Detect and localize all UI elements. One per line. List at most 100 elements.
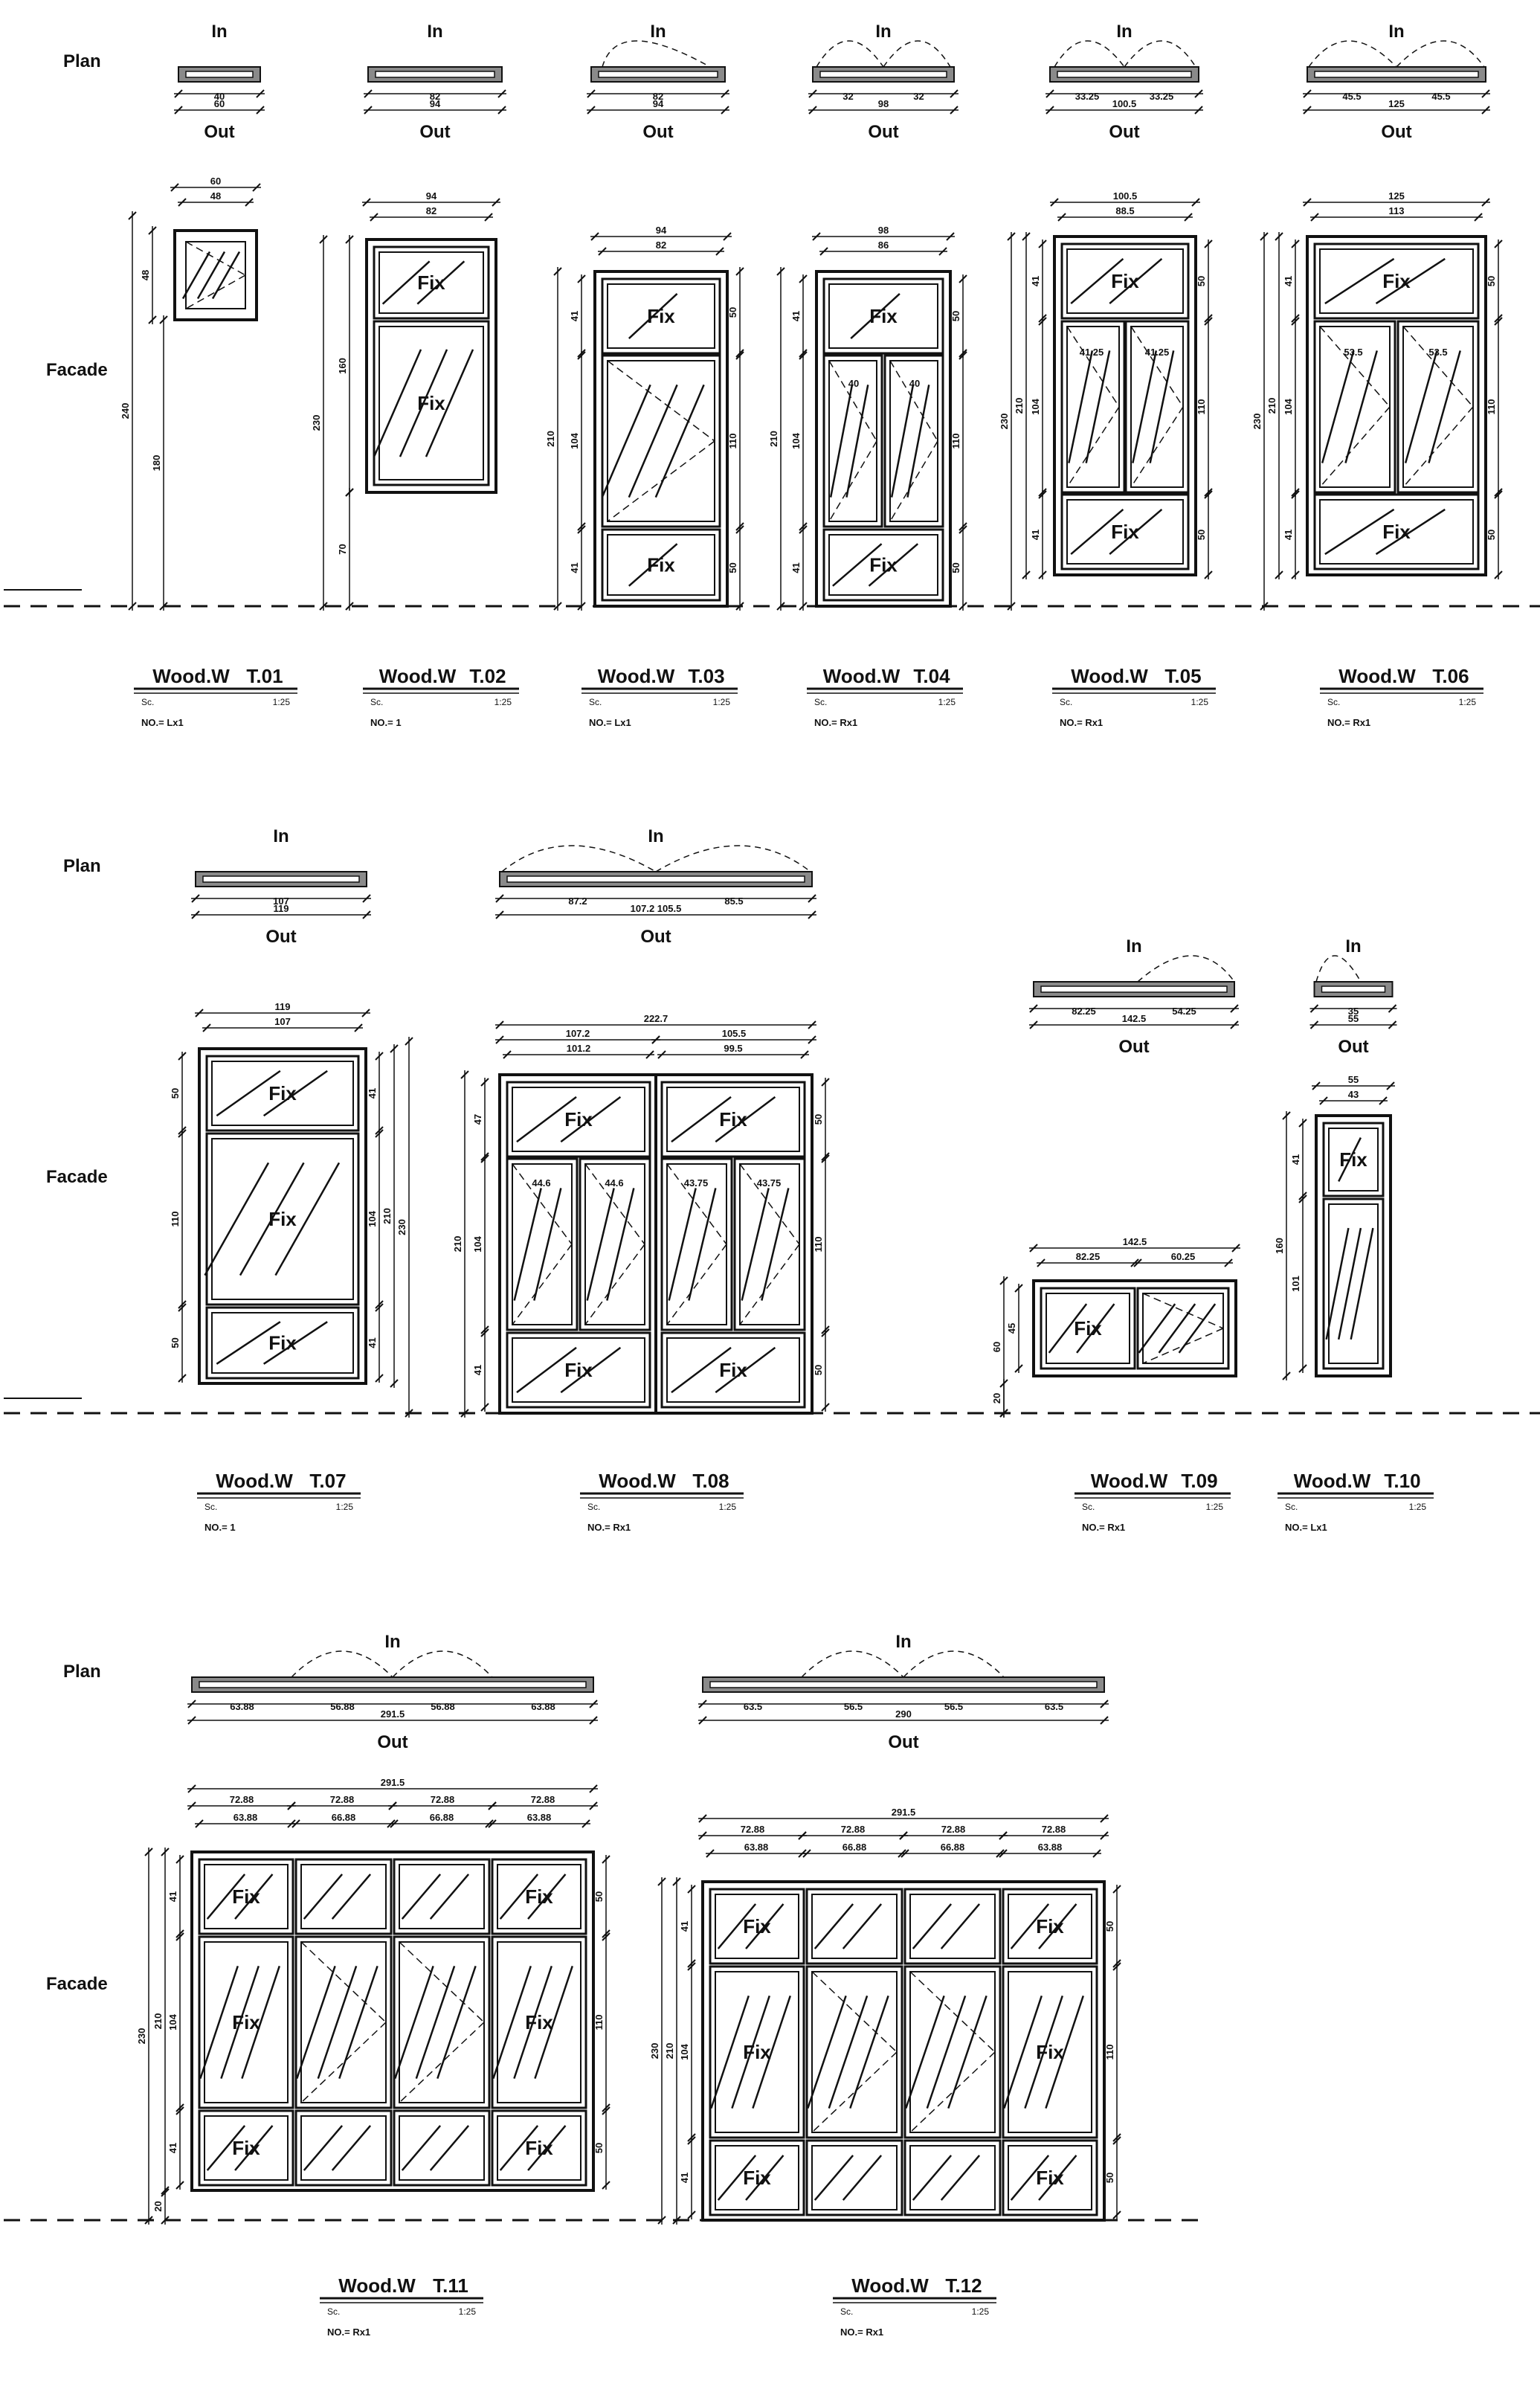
dim-tick — [651, 1035, 660, 1044]
pane-outer — [205, 1132, 360, 1306]
scale-label: Sc. — [1082, 1502, 1095, 1512]
out-label: Out — [265, 927, 296, 947]
pane-outer — [491, 1935, 587, 2109]
dim-label: 50 — [593, 1891, 605, 1902]
dim-tick — [687, 2136, 696, 2145]
pane-inner — [204, 1941, 289, 2103]
dim-label: 41 — [790, 311, 802, 321]
dim-tick — [1100, 1716, 1109, 1725]
dim-label: 48 — [210, 190, 221, 202]
quantity-label: NO.= Rx1 — [840, 2326, 883, 2338]
dim-label: 119 — [274, 903, 289, 914]
dim-label: 222.7 — [644, 1013, 668, 1024]
dim-tick — [577, 602, 586, 611]
glass-hatch — [1324, 257, 1395, 305]
dim-label: 104 — [167, 2013, 178, 2030]
dim-tick — [1291, 570, 1300, 579]
dim-tick — [1100, 1814, 1109, 1823]
dim-tick — [1291, 490, 1300, 499]
dim-tick — [1481, 89, 1490, 98]
opening-swing-line — [584, 1163, 645, 1245]
dim-tick — [959, 274, 967, 283]
pane-inner — [399, 1864, 485, 1929]
dim-tick — [1194, 106, 1203, 115]
pane-inner — [715, 1894, 799, 1959]
pane-inner — [300, 1864, 387, 1929]
fix-label: Fix — [525, 2137, 553, 2159]
dim-tick — [364, 89, 373, 98]
dim-label: 50 — [813, 1114, 824, 1125]
dim-tick — [495, 1035, 504, 1044]
fix-label: Fix — [564, 1108, 593, 1131]
window-code: T.11 — [433, 2274, 468, 2297]
dim-tick — [553, 602, 562, 611]
glass-hatch — [206, 2125, 246, 2171]
quantity-label: NO.= Lx1 — [1285, 1522, 1327, 1533]
glass-hatch — [274, 1162, 341, 1276]
pane-outer — [805, 1965, 903, 2139]
dim-label: 66.88 — [332, 1812, 356, 1823]
quantity-label: NO.= 1 — [370, 717, 402, 728]
dim-label: 66.88 — [843, 1842, 867, 1853]
pane-inner — [828, 534, 938, 596]
dim-tick — [375, 1303, 384, 1312]
dim-label: 94 — [430, 98, 441, 109]
dim-tick — [480, 1078, 489, 1087]
fix-label: Fix — [525, 2011, 553, 2033]
pane-inner — [909, 1894, 996, 1959]
dim-tick — [1038, 317, 1047, 326]
dim-tick — [581, 1819, 590, 1828]
glass-hatch — [717, 1903, 757, 1949]
pane-outer — [205, 1055, 360, 1132]
dim-label: 41 — [367, 1337, 378, 1348]
dim-tick — [488, 1801, 497, 1810]
panel-dim: 44.6 — [605, 1177, 623, 1189]
plan-dim: 63.88 — [531, 1701, 555, 1712]
window-T07: In107119OutFixFixFix11910750110504110441… — [170, 826, 413, 1533]
dim-label: 142.5 — [1122, 1013, 1147, 1024]
dim-tick — [687, 1962, 696, 1971]
dim-label: 107.2 105.5 — [631, 903, 682, 914]
scale-value: 1:25 — [1409, 1502, 1427, 1512]
quantity-label: NO.= Rx1 — [1327, 717, 1370, 728]
dim-tick — [191, 894, 200, 903]
fix-label: Fix — [647, 554, 675, 576]
dim-tick — [191, 910, 200, 919]
glass-hatch — [499, 1874, 539, 1920]
plan-row-label: Plan — [63, 51, 101, 71]
glass-hatch — [241, 1966, 280, 2079]
glass-hatch — [499, 2125, 539, 2171]
dim-label: 230 — [649, 2043, 660, 2059]
dim-label: 55 — [1348, 1013, 1359, 1024]
fix-label: Fix — [869, 305, 898, 327]
scale-label: Sc. — [370, 697, 383, 707]
dim-tick — [1204, 490, 1213, 499]
dim-label: 72.88 — [230, 1794, 254, 1805]
glass-hatch — [1325, 1227, 1350, 1340]
pane-outer — [903, 2139, 1002, 2216]
dim-tick — [287, 1801, 296, 1810]
dim-tick — [161, 1848, 170, 1856]
fix-label: Fix — [1339, 1148, 1367, 1171]
glass-hatch — [628, 543, 678, 587]
plan-glass — [709, 1681, 1098, 1688]
glass-hatch — [845, 385, 869, 498]
pane-inner — [607, 360, 715, 522]
in-label: In — [648, 826, 663, 846]
dim-label: 291.5 — [381, 1777, 405, 1788]
dim-tick — [672, 1877, 681, 1886]
opening-swing-line — [399, 1941, 485, 2023]
glass-hatch — [1158, 1303, 1196, 1354]
glass-hatch — [204, 1162, 270, 1276]
scale-value: 1:25 — [1191, 697, 1209, 707]
glass-hatch — [199, 1966, 239, 2079]
dim-label: 41 — [167, 1891, 178, 1902]
window-frame — [1032, 1279, 1237, 1377]
dim-tick — [950, 89, 959, 98]
pane-outer — [294, 1935, 393, 2109]
dim-tick — [175, 1932, 184, 1941]
door-swing-arc — [501, 845, 657, 872]
dim-label: 70 — [337, 544, 348, 554]
